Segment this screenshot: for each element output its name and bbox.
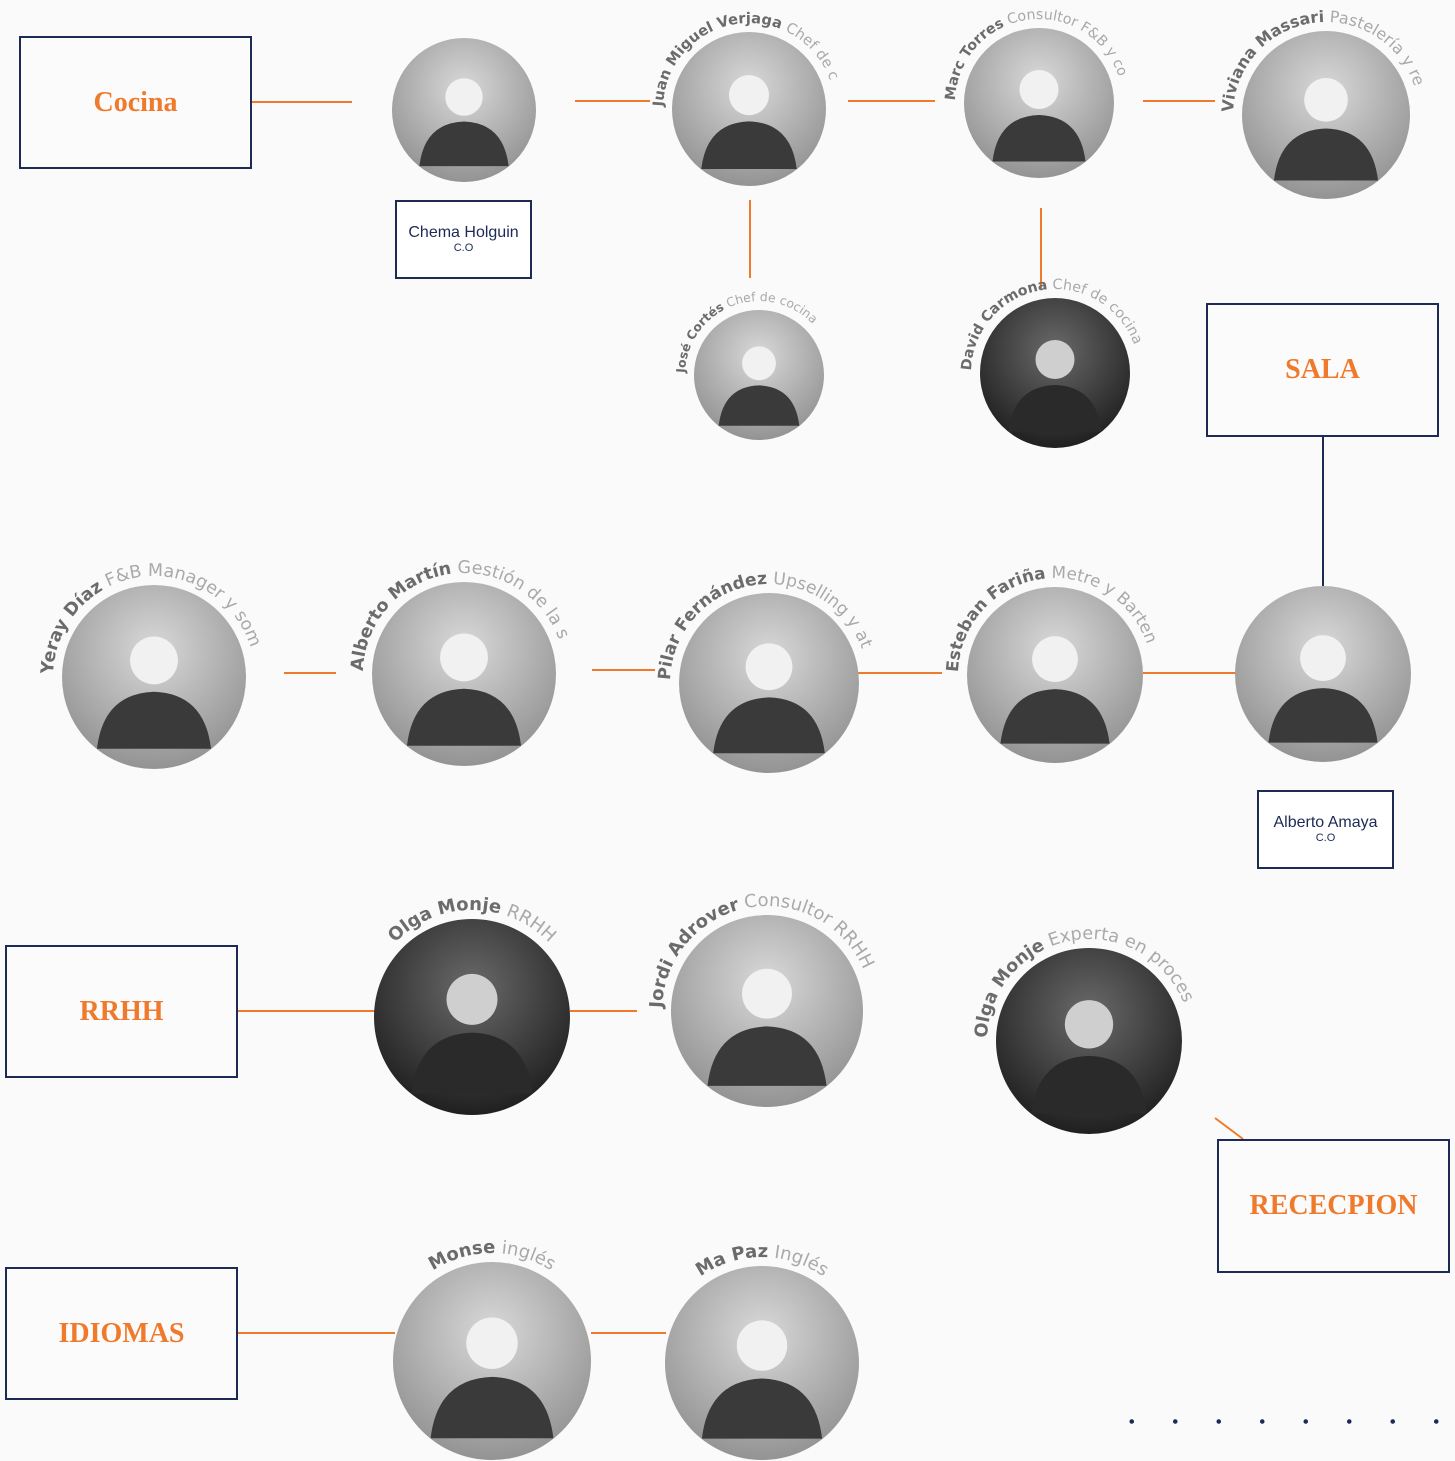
person-silhouette-body	[1273, 128, 1379, 181]
id-box-chema-holguin: Chema Holguin C.O	[395, 200, 532, 279]
dept-box-idiomas: IDIOMAS	[5, 1267, 238, 1400]
person-silhouette-body	[411, 1032, 533, 1094]
person-silhouette-body	[1008, 385, 1102, 432]
person-silhouette-head	[445, 78, 483, 116]
connector-lines	[238, 100, 1324, 1334]
person-silhouette-body	[701, 121, 797, 170]
person-silhouette-body	[718, 385, 800, 426]
dept-label: Cocina	[93, 86, 178, 118]
dot-grid-decoration	[1110, 1400, 1450, 1460]
person-silhouette-head	[742, 968, 792, 1019]
dept-label: SALA	[1285, 354, 1360, 385]
dept-label: RRHH	[79, 995, 164, 1027]
person-silhouette-head	[1300, 635, 1346, 682]
dept-box-cocina: Cocina	[19, 36, 252, 169]
person-silhouette-head	[1019, 70, 1059, 109]
person-silhouette-body	[713, 697, 825, 754]
person-silhouette-head	[745, 643, 793, 691]
person-monse: Monse inglés	[393, 1237, 591, 1460]
person-silhouette-head	[466, 1317, 518, 1369]
person-david-carmona: David Carmona Chef de cocina	[959, 277, 1145, 448]
id-box-alberto-amaya: Alberto Amaya C.O	[1257, 790, 1394, 869]
person-ma-paz: Ma Paz Inglés	[665, 1241, 859, 1460]
person-silhouette-body	[406, 688, 522, 746]
person-silhouette-head	[1035, 340, 1075, 379]
dept-box-sala: SALA	[1206, 303, 1439, 437]
id-name: Chema Holguin	[408, 223, 519, 241]
person-jordi: Jordi Adrover Consultor RRHH	[646, 890, 878, 1107]
person-silhouette-head	[742, 346, 776, 381]
person-jose-cortes: José Cortés Chef de cocina	[674, 290, 824, 440]
person-silhouette-body	[1000, 689, 1110, 744]
connector-line	[1214, 1117, 1244, 1140]
person-silhouette-body	[1268, 688, 1378, 743]
id-name: Alberto Amaya	[1273, 813, 1378, 831]
person-silhouette-head	[440, 633, 488, 682]
id-role: C.O	[453, 242, 474, 255]
person-alberto-amaya	[1235, 586, 1411, 762]
person-silhouette-body	[1031, 1055, 1147, 1114]
person-silhouette-body	[430, 1376, 554, 1439]
person-silhouette-head	[736, 1320, 788, 1371]
person-silhouette-head	[1304, 78, 1348, 122]
person-silhouette-body	[419, 121, 509, 167]
person-silhouette-head	[1064, 1000, 1114, 1049]
id-role: C.O	[1315, 832, 1336, 845]
person-silhouette-head	[1032, 636, 1078, 683]
person-silhouette-body	[992, 115, 1086, 162]
dept-label: IDIOMAS	[58, 1317, 185, 1349]
person-silhouette-body	[701, 1378, 823, 1439]
person-olga-rrhh: Olga Monje RRHH	[374, 894, 570, 1115]
person-silhouette-body	[96, 691, 212, 749]
dept-box-rrhh: RRHH	[5, 945, 238, 1078]
dept-label: RECECPION	[1249, 1190, 1418, 1221]
person-silhouette-head	[446, 973, 498, 1025]
person-silhouette-head	[130, 636, 178, 685]
person-silhouette-body	[707, 1026, 827, 1086]
person-silhouette-head	[728, 75, 770, 116]
dept-box-recepcion: RECECPION	[1217, 1139, 1450, 1273]
person-chema-holguin	[392, 38, 536, 182]
